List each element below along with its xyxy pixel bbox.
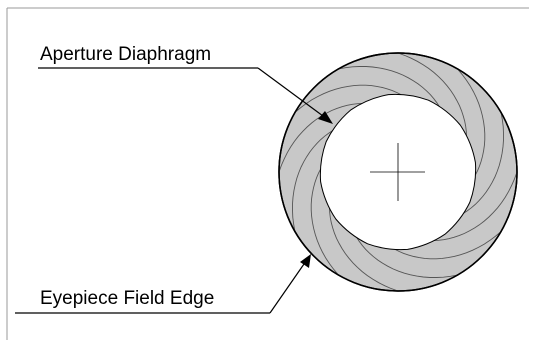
diaphragm-blade — [310, 164, 339, 276]
diaphragm-blade — [353, 232, 458, 278]
diaphragm-blade — [338, 66, 443, 112]
diaphragm-blades — [278, 52, 518, 292]
diaphragm-blade — [457, 68, 486, 180]
diaphragm-blade — [458, 112, 504, 217]
field-edge-arrowhead — [300, 254, 311, 268]
diaphragm-blade — [397, 52, 467, 142]
diaphragm-blade — [390, 231, 502, 260]
aperture-arrowhead — [318, 111, 333, 124]
diaphragm-blade — [278, 103, 368, 173]
aperture-leader-line — [257, 67, 324, 117]
field-edge-leader-line — [269, 263, 305, 314]
aperture-diaphragm-label: Aperture Diaphragm — [40, 44, 211, 65]
eyepiece-field-edge-label: Eyepiece Field Edge — [40, 288, 214, 309]
eyepiece-field-edge-outline — [278, 52, 518, 292]
diaphragm-blade — [294, 84, 406, 113]
diaphragm-blade — [428, 171, 518, 241]
diaphragm-blade — [292, 127, 338, 232]
diaphragm-blade — [329, 202, 399, 292]
